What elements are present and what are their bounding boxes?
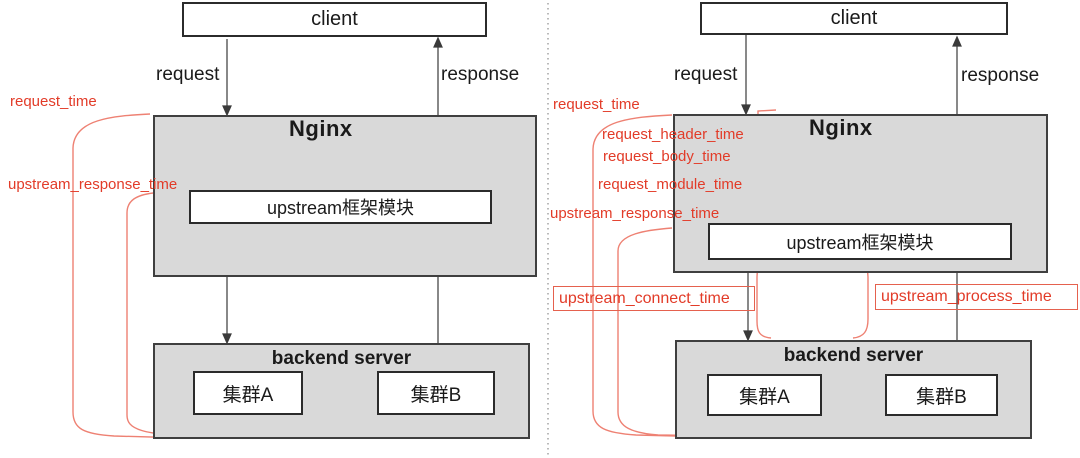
right-cluster-b-box: 集群B: [885, 374, 998, 416]
right-client-label: client: [830, 7, 878, 29]
left-cluster-b-label: 集群B: [410, 384, 462, 406]
left-nginx-title: Nginx: [289, 116, 353, 141]
left-upstream-response-time-label: upstream_response_time: [8, 176, 178, 193]
left-upstream-module-box: upstream框架模块: [189, 190, 492, 224]
request-header-time-label: request_header_time: [602, 126, 744, 143]
right-response-label: response: [961, 65, 1040, 86]
upstream-process-time-label: upstream_process_time: [881, 288, 1052, 305]
right-upstream-response-time-label: upstream_response_time: [550, 205, 720, 222]
left-cluster-a-label: 集群A: [222, 384, 274, 406]
right-cluster-a-label: 集群A: [739, 386, 790, 408]
right-panel: client request response Nginx upstream框架…: [548, 0, 1080, 458]
left-request-label: request: [156, 64, 220, 85]
right-nginx-title: Nginx: [809, 115, 873, 140]
right-client-box: client: [700, 2, 1008, 35]
right-upstream-module-label: upstream框架模块: [786, 232, 934, 253]
left-client-box: client: [182, 2, 487, 37]
right-request-time-label: request_time: [553, 96, 640, 113]
request-body-time-label: request_body_time: [603, 148, 731, 165]
right-cluster-a-box: 集群A: [707, 374, 822, 416]
left-cluster-a-box: 集群A: [193, 371, 303, 415]
left-cluster-b-box: 集群B: [377, 371, 495, 415]
left-request-time-label: request_time: [10, 93, 97, 110]
left-upstream-module-label: upstream框架模块: [266, 198, 415, 218]
left-backend-title: backend server: [271, 348, 412, 369]
upstream-connect-time-label: upstream_connect_time: [559, 289, 730, 307]
right-upstream-module-box: upstream框架模块: [708, 223, 1012, 260]
upstream-process-time-box: upstream_process_time: [875, 284, 1078, 310]
left-response-label: response: [441, 64, 520, 85]
right-backend-title: backend server: [783, 345, 924, 366]
right-cluster-b-label: 集群B: [916, 386, 967, 408]
request-module-time-label: request_module_time: [598, 176, 743, 193]
left-client-label: client: [311, 8, 358, 30]
upstream-connect-time-box: upstream_connect_time: [553, 286, 755, 311]
left-panel: client request response Nginx upstream框架…: [8, 2, 537, 439]
right-request-label: request: [674, 64, 738, 85]
